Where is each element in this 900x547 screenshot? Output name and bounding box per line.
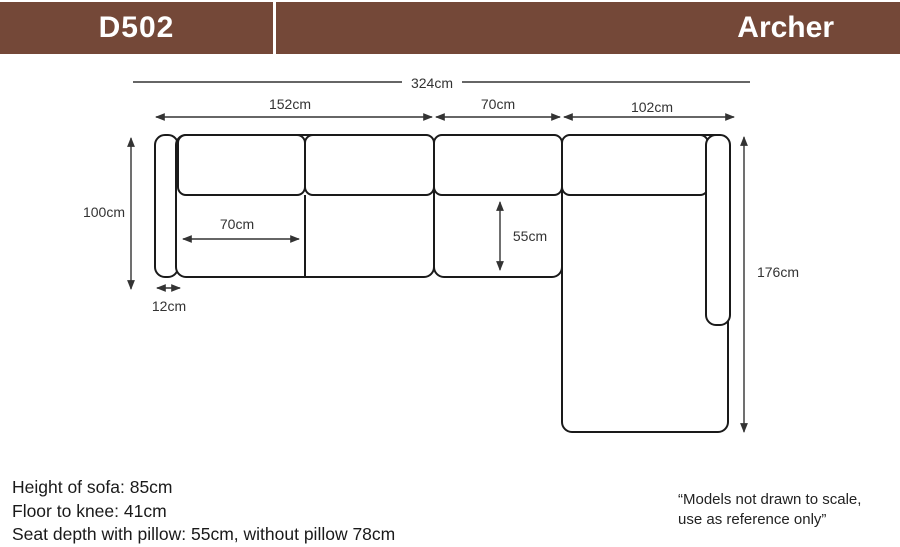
chaise-arm bbox=[705, 134, 731, 326]
label-section-middle: 70cm bbox=[481, 96, 515, 112]
spec-list: Height of sofa: 85cm Floor to knee: 41cm… bbox=[12, 476, 395, 547]
label-section-chaise: 102cm bbox=[631, 99, 673, 115]
sofa-outline bbox=[154, 134, 731, 433]
dimension-lines bbox=[127, 81, 750, 433]
label-section-left: 152cm bbox=[269, 96, 311, 112]
model-name: Archer bbox=[737, 11, 834, 44]
spec-height: Height of sofa: 85cm bbox=[12, 477, 173, 497]
dimension-labels: 324cm 152cm 70cm 102cm 100cm 70cm 55cm 1… bbox=[83, 75, 799, 314]
scale-note: “Models not drawn to scale, use as refer… bbox=[678, 490, 861, 530]
back-cushion-1 bbox=[177, 134, 306, 196]
scale-note-line-2: use as reference only” bbox=[678, 511, 827, 528]
back-cushion-2 bbox=[304, 134, 435, 196]
model-name-banner: Archer bbox=[276, 2, 900, 54]
label-seat-width: 70cm bbox=[220, 216, 254, 232]
label-seat-depth: 55cm bbox=[513, 228, 547, 244]
label-height: 100cm bbox=[83, 204, 125, 220]
label-total-width: 324cm bbox=[411, 75, 453, 91]
spec-floor-to-knee: Floor to knee: 41cm bbox=[12, 500, 167, 521]
scale-note-line-1: “Models not drawn to scale, bbox=[678, 491, 862, 508]
spec-seat-depth: Seat depth with pillow: 55cm, without pi… bbox=[12, 524, 396, 544]
model-code-banner: D502 bbox=[0, 2, 273, 54]
left-arm bbox=[154, 134, 179, 278]
back-cushion-4 bbox=[561, 134, 709, 196]
back-cushion-3 bbox=[433, 134, 563, 196]
label-chaise-length: 176cm bbox=[757, 264, 799, 280]
model-code: D502 bbox=[98, 11, 175, 44]
label-arm-width: 12cm bbox=[152, 298, 186, 314]
